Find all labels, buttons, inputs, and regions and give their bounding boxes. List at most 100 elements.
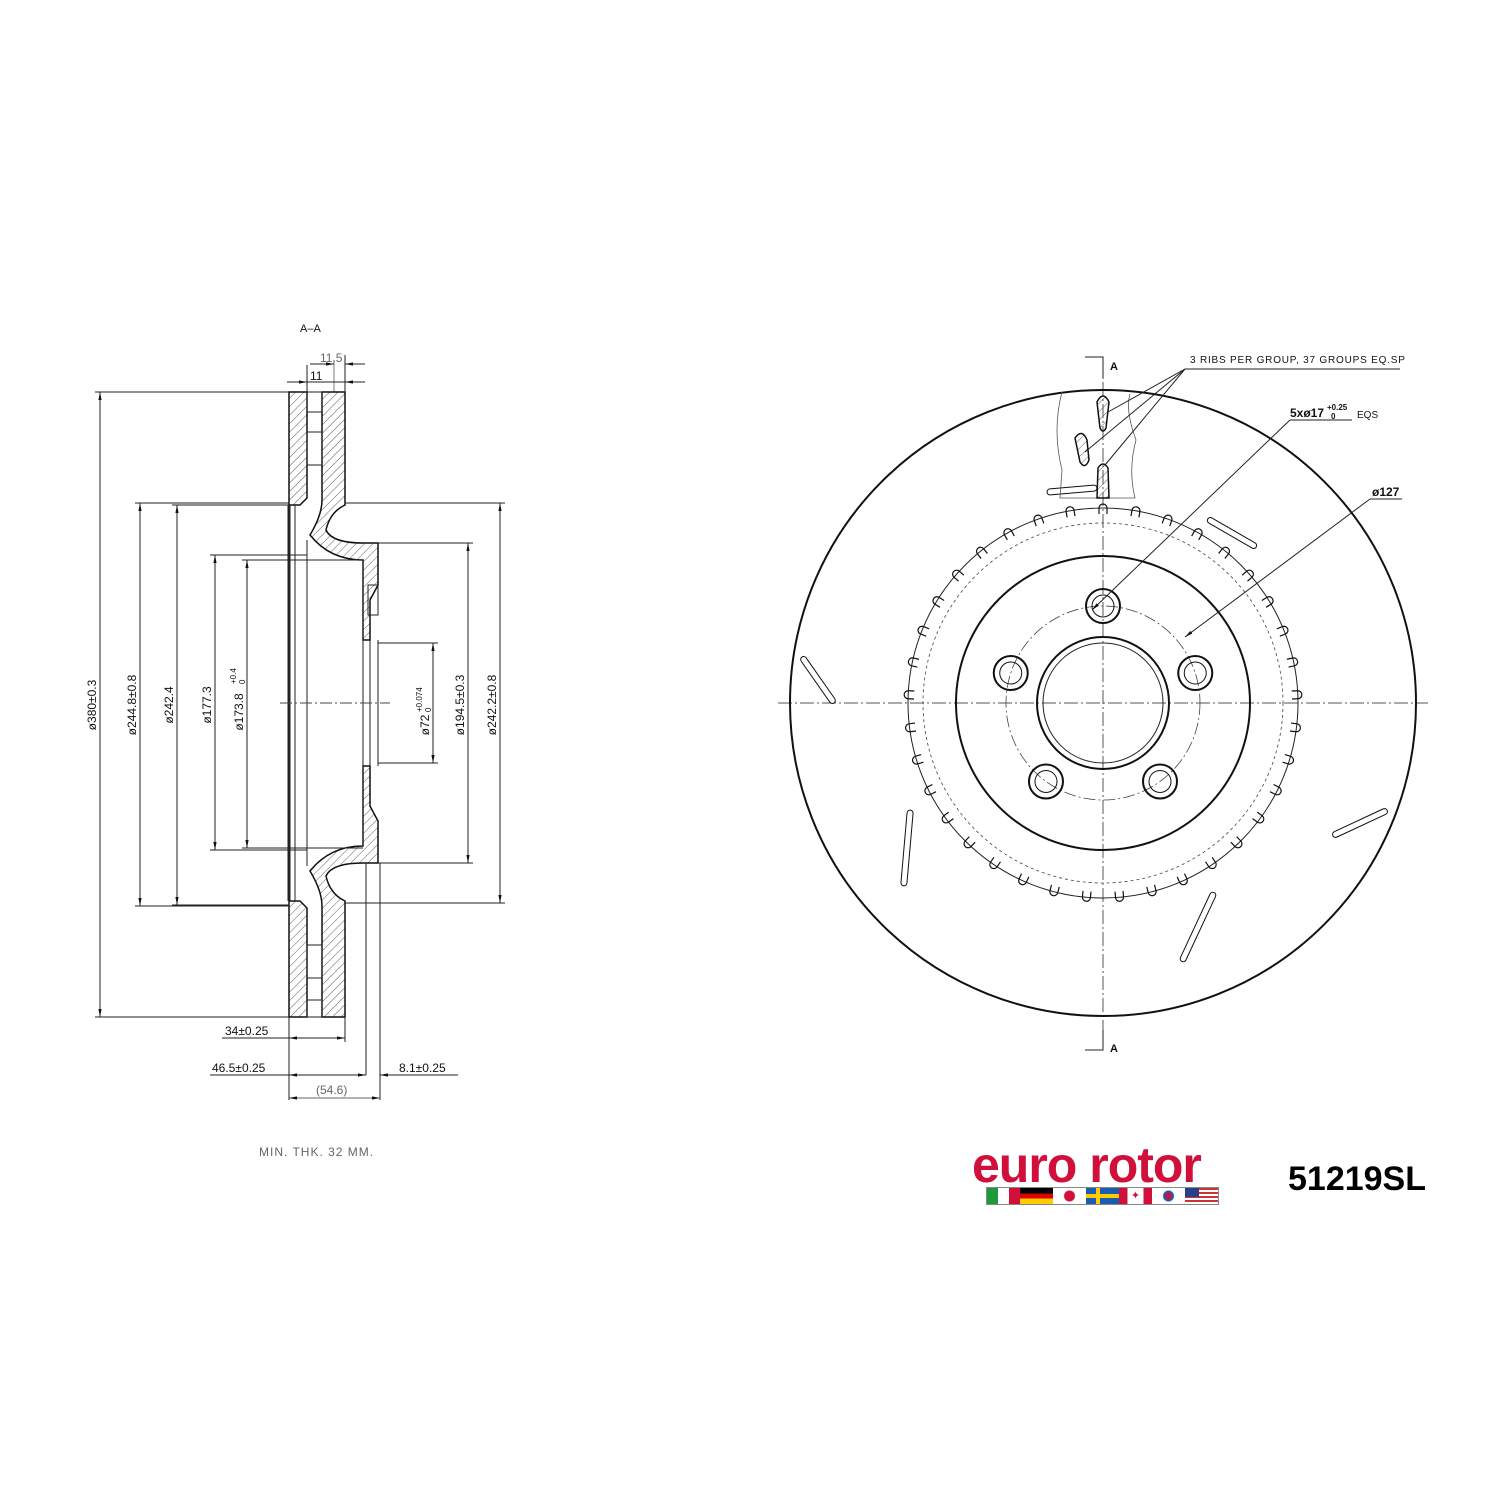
vent-notches (903, 503, 1303, 902)
dim-194-5: ø194.5±0.3 (453, 674, 467, 735)
flag-germany-icon (1020, 1188, 1053, 1204)
breakout-outline (1056, 391, 1137, 499)
section-view: A–A (85, 323, 505, 1100)
bolt-hole (1142, 763, 1179, 800)
ribs-note: 3 RIBS PER GROUP, 37 GROUPS EQ.SP (1190, 355, 1406, 366)
vent-notch (1291, 690, 1303, 700)
vent-notch (1241, 569, 1254, 582)
slot (1046, 484, 1098, 496)
dim-242-4: ø242.4 (162, 686, 176, 724)
slot (900, 809, 914, 887)
slot (1332, 808, 1388, 838)
vent-notch (1252, 811, 1265, 824)
vent-notch (917, 625, 930, 637)
vent-notch (932, 596, 945, 608)
section-title: A–A (300, 323, 321, 335)
pcd-label: ø127 (1372, 485, 1400, 499)
dim-380: ø380±0.3 (85, 679, 99, 730)
bolt-hole-inner (1183, 661, 1207, 685)
bolt-tol-lower: 0 (1331, 412, 1336, 421)
section-mark-top: A (1110, 361, 1118, 373)
tol-173-lower: 0 (238, 679, 247, 684)
vent-notch (1191, 528, 1203, 541)
bolt-circle (1005, 605, 1201, 801)
flag-canada-icon: ✦ (1119, 1188, 1152, 1204)
vent-notch (1276, 625, 1289, 637)
vent-inner-ring (922, 522, 1284, 884)
slot (800, 656, 836, 704)
flag-japan-icon (1053, 1188, 1086, 1204)
vent-notch (952, 569, 965, 582)
country-flags: ✦ (986, 1187, 1219, 1205)
vent-notch (1130, 506, 1141, 518)
vent-notch (1230, 836, 1243, 849)
vent-notch (989, 857, 1001, 870)
bolt-hole (1085, 588, 1121, 624)
vent-notch (1065, 506, 1076, 518)
vent-notch (1049, 884, 1060, 897)
vent-notch (1176, 873, 1188, 886)
vent-notch (1018, 873, 1030, 886)
ribs (1074, 395, 1110, 499)
inner-plate-bottom (309, 765, 379, 1018)
vent-notch (1114, 890, 1125, 902)
dim-177-3: ø177.3 (200, 686, 214, 724)
bolt-hole (992, 655, 1029, 692)
vent-ring (907, 507, 1299, 899)
tol-72-lower: 0 (424, 707, 433, 712)
vent-notch (1033, 514, 1045, 527)
flag-usa-icon (1185, 1188, 1218, 1204)
bolt-hole-inner (1148, 769, 1172, 793)
vent-notch (903, 690, 915, 700)
vent-notch (911, 753, 924, 765)
vent-notch (1081, 890, 1092, 902)
vent-notch (1282, 753, 1295, 765)
eurorotor-logo: euro rotor (972, 1137, 1202, 1193)
vent-notch (1261, 596, 1274, 608)
dim-11: 11 (310, 369, 323, 383)
tol-173-upper: +0.4 (229, 668, 238, 684)
rib (1074, 432, 1090, 467)
bolt-hole-inner (999, 661, 1023, 685)
dim-244-8: ø244.8±0.8 (125, 674, 139, 735)
bolt-holes (992, 588, 1214, 800)
vent-notch (1289, 722, 1301, 733)
dim-8-1: 8.1±0.25 (399, 1061, 446, 1075)
dim-34: 34±0.25 (225, 1024, 269, 1038)
slot (1179, 891, 1217, 963)
slots (800, 484, 1388, 963)
vent-notch (963, 836, 976, 849)
vent-notch (1161, 514, 1173, 527)
flag-sweden-icon (1086, 1188, 1119, 1204)
slot (1206, 517, 1258, 549)
bolt-hole (1027, 763, 1064, 800)
bolt-eqs: EQS (1357, 410, 1378, 421)
bolt-hole-note: 5xø17 (1290, 406, 1324, 420)
dim-54-6: (54.6) (316, 1083, 347, 1097)
vent-notch (907, 657, 920, 668)
rotor-outer-edge (789, 389, 1417, 1017)
dim-72: ø72 (418, 714, 432, 735)
vent-notch (1003, 528, 1015, 541)
vent-notch (905, 722, 917, 733)
vent-notch (1146, 884, 1157, 897)
center-bore-inner (1042, 642, 1164, 764)
min-thickness-note: MIN. THK. 32 MM. (259, 1145, 374, 1159)
dim-11-5: 11.5 (320, 351, 343, 365)
outer-plate-bottom (288, 900, 308, 1018)
tol-72-upper: +0.074 (415, 687, 424, 712)
vent-notch (1286, 657, 1299, 668)
bolt-hole-inner (1034, 769, 1058, 793)
vent-notch (941, 811, 954, 824)
dim-46-5: 46.5±0.25 (212, 1061, 266, 1075)
rib (1096, 463, 1110, 499)
bolt-tol-upper: +0.25 (1327, 403, 1348, 412)
vent-notch (1205, 857, 1217, 870)
center-bore-outer (1036, 636, 1170, 770)
section-mark-bottom: A (1110, 1043, 1118, 1055)
vent-notch (975, 546, 988, 559)
vent-notch (1098, 503, 1108, 514)
flag-italy-icon (987, 1188, 1020, 1204)
vent-notch (1269, 783, 1282, 796)
